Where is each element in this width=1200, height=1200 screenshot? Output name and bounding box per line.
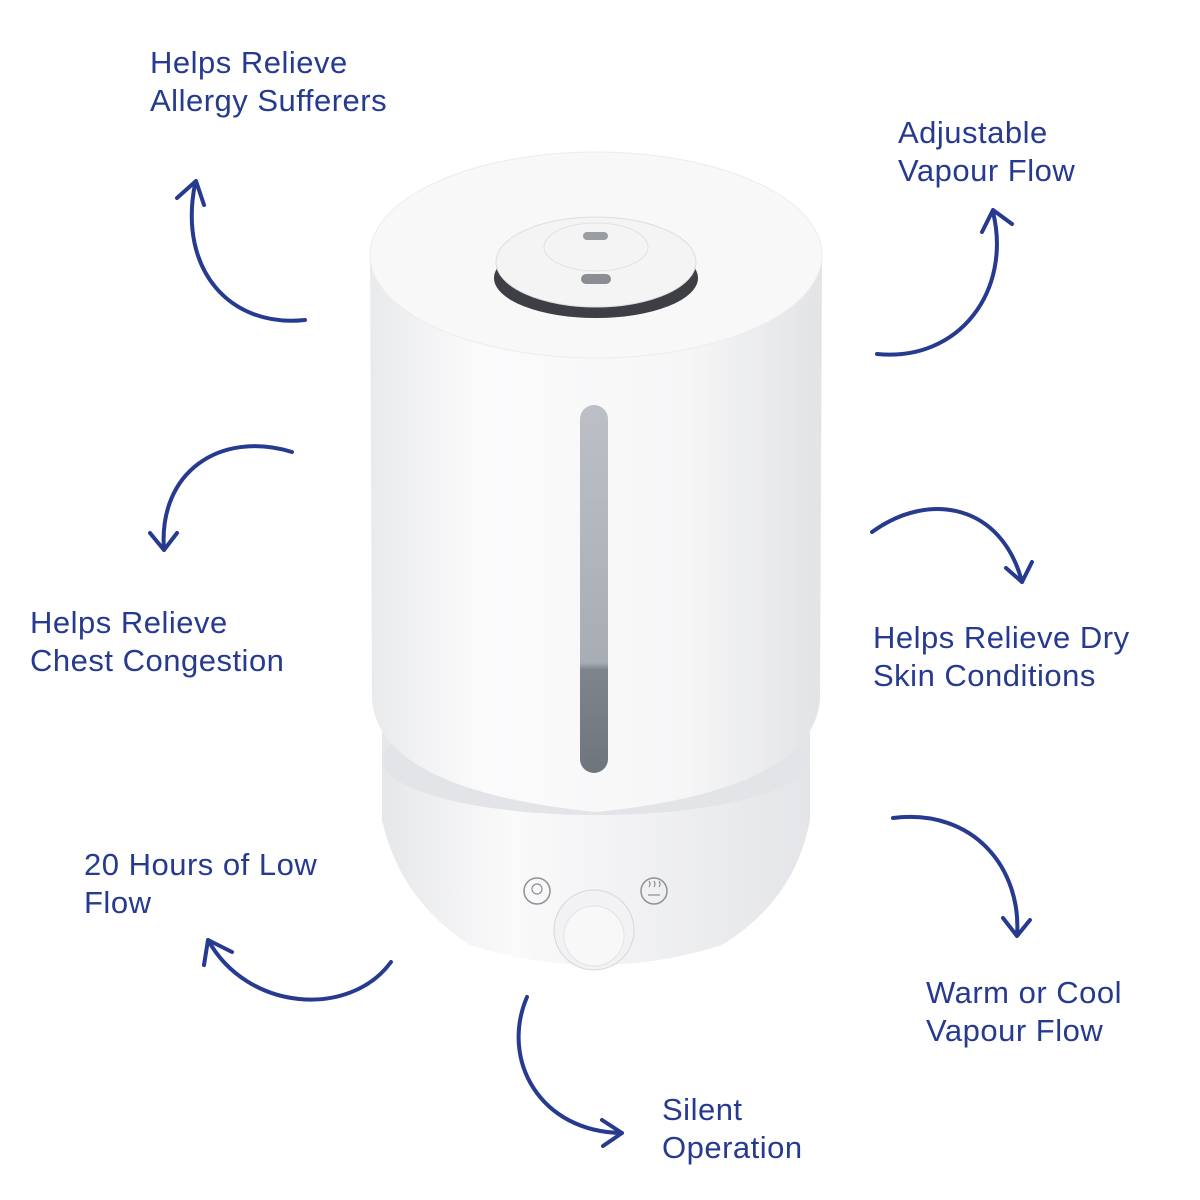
arrow-skin bbox=[870, 507, 1034, 584]
feature-dry-skin: Helps Relieve Dry Skin Conditions bbox=[873, 620, 1130, 693]
arrow-vapour-flow bbox=[875, 208, 1014, 357]
water-level-window bbox=[580, 405, 608, 773]
mist-nozzle bbox=[494, 216, 698, 318]
arrow-allergy bbox=[175, 179, 307, 323]
feature-arrows bbox=[148, 179, 1034, 1148]
arrow-chest bbox=[148, 444, 294, 552]
arrow-silent bbox=[516, 995, 624, 1148]
control-panel bbox=[523, 877, 668, 971]
steam-icon bbox=[640, 877, 668, 905]
feature-silent: Silent Operation bbox=[662, 1092, 803, 1165]
arrow-warm-cool bbox=[891, 814, 1032, 938]
feature-adjustable-vapour: Adjustable Vapour Flow bbox=[898, 115, 1076, 188]
bulb-icon bbox=[523, 877, 551, 905]
feature-chest-congestion: Helps Relieve Chest Congestion bbox=[30, 605, 285, 678]
arrow-20-hours bbox=[202, 938, 393, 1002]
feature-20-hours: 20 Hours of Low Flow bbox=[84, 847, 318, 920]
feature-warm-cool: Warm or Cool Vapour Flow bbox=[926, 975, 1123, 1048]
feature-allergy: Helps Relieve Allergy Sufferers bbox=[150, 45, 388, 118]
